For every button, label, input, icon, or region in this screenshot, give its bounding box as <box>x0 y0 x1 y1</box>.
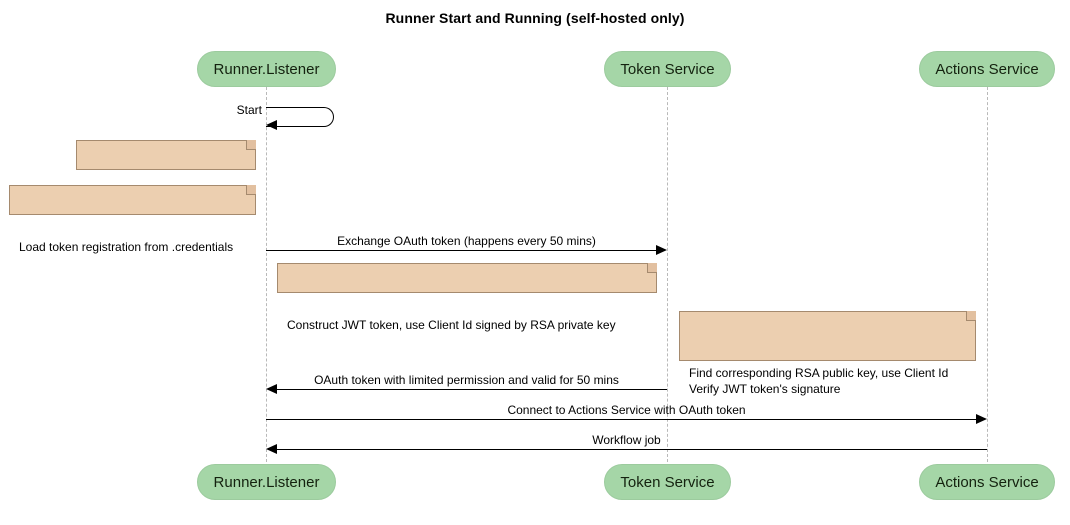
message-arrowhead-start <box>266 120 277 130</box>
participant-label: Runner.Listener <box>213 60 320 78</box>
lifeline-actions <box>987 87 988 462</box>
message-label-workflow-job: Workflow job <box>592 433 661 447</box>
participant-runner-top[interactable]: Runner.Listener <box>197 51 336 87</box>
participant-token-top[interactable]: Token Service <box>604 51 731 87</box>
message-arrowhead-exchange-oauth-token <box>656 245 667 255</box>
participant-actions-bottom[interactable]: Actions Service <box>919 464 1055 500</box>
message-label-connect-actions-service: Connect to Actions Service with OAuth to… <box>507 403 746 417</box>
message-line-workflow-job <box>277 449 987 450</box>
diagram-title: Runner Start and Running (self-hosted on… <box>385 10 685 26</box>
participant-label: Token Service <box>620 60 715 78</box>
participant-actions-top[interactable]: Actions Service <box>919 51 1055 87</box>
note-load-config: Load config info from .runner <box>76 140 256 209</box>
participant-label: Actions Service <box>935 473 1039 491</box>
message-label-start: Start <box>236 103 262 117</box>
message-label-oauth-token-return: OAuth token with limited permission and … <box>314 373 619 387</box>
note-load-token-registration: Load token registration from .credential… <box>9 185 256 254</box>
note-construct-jwt-token: Construct JWT token, use Client Id signe… <box>277 263 657 332</box>
message-label-exchange-oauth-token: Exchange OAuth token (happens every 50 m… <box>337 234 596 248</box>
message-arrowhead-oauth-token-return <box>266 384 277 394</box>
note-dogear-icon <box>966 311 976 321</box>
participant-token-bottom[interactable]: Token Service <box>604 464 731 500</box>
message-arrowhead-workflow-job <box>266 444 277 454</box>
lifeline-runner <box>266 87 267 462</box>
message-selfloop-start <box>266 107 334 127</box>
note-verify-jwt-signature: Find corresponding RSA public key, use C… <box>679 311 976 396</box>
note-text: Load token registration from .credential… <box>19 240 234 254</box>
message-line-exchange-oauth-token <box>266 250 656 251</box>
note-dogear-icon <box>246 140 256 150</box>
participant-label: Runner.Listener <box>213 473 320 491</box>
note-dogear-icon <box>647 263 657 273</box>
message-line-oauth-token-return <box>277 389 667 390</box>
note-text: Find corresponding RSA public key, use C… <box>689 366 949 396</box>
note-text: Construct JWT token, use Client Id signe… <box>287 318 616 332</box>
lifeline-token <box>667 87 668 462</box>
participant-label: Actions Service <box>935 60 1039 78</box>
participant-runner-bottom[interactable]: Runner.Listener <box>197 464 336 500</box>
message-arrowhead-connect-actions-service <box>976 414 987 424</box>
message-line-connect-actions-service <box>266 419 976 420</box>
note-dogear-icon <box>246 185 256 195</box>
participant-label: Token Service <box>620 473 715 491</box>
